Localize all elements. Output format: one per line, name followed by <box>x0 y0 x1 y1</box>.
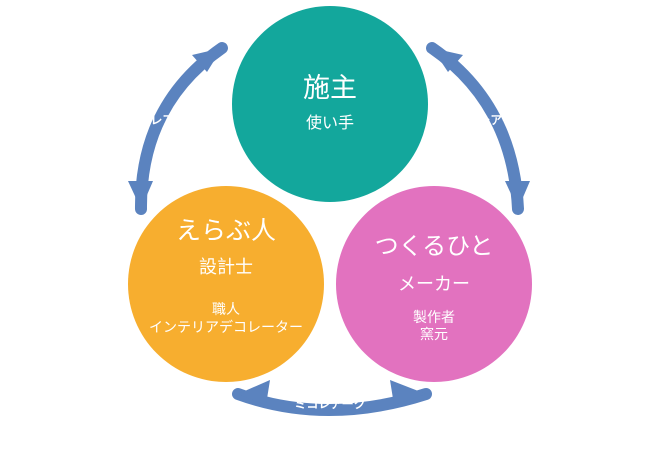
maker-title: つくるひと <box>375 232 494 260</box>
maker-node: つくるひと メーカー 製作者 窯元 <box>336 186 532 382</box>
maker-circle <box>336 186 532 382</box>
left-arrow-shaft <box>134 42 228 215</box>
client-title: 施主 <box>303 73 357 104</box>
maker-detail-2: 窯元 <box>420 326 448 343</box>
maker-subtitle: メーカー <box>398 274 470 295</box>
chooser-detail-1: 職人 <box>212 302 240 318</box>
chooser-circle <box>128 186 324 382</box>
left-arrow-head-bottom <box>128 181 153 209</box>
left-arrow-label: ミコレアーク <box>126 113 197 127</box>
chooser-node: えらぶ人 設計士 職人 インテリアデコレーター <box>128 186 324 382</box>
client-circle <box>232 6 428 202</box>
right-double-arrow: ミコレアーク <box>426 42 530 215</box>
right-arrow-shaft <box>426 42 524 215</box>
left-arrow-head-top <box>192 48 222 72</box>
maker-detail-1: 製作者 <box>413 310 455 326</box>
left-double-arrow: ミコレアーク <box>126 42 228 215</box>
right-arrow-head-bottom <box>505 181 530 209</box>
chooser-detail-2: インテリアデコレーター <box>149 319 303 336</box>
right-arrow-head-top <box>432 48 463 72</box>
chooser-subtitle: 設計士 <box>199 257 253 278</box>
bottom-arrow-head-right <box>390 380 426 405</box>
client-subtitle: 使い手 <box>306 113 354 132</box>
client-node: 施主 使い手 <box>232 6 428 202</box>
bottom-arrow-head-left <box>238 380 270 405</box>
bottom-double-arrow: ミコレアーク <box>232 380 432 416</box>
bottom-arrow-label: ミコレアーク <box>294 397 365 411</box>
right-arrow-label: ミコレアーク <box>454 113 525 127</box>
chooser-title: えらぶ人 <box>176 216 276 245</box>
